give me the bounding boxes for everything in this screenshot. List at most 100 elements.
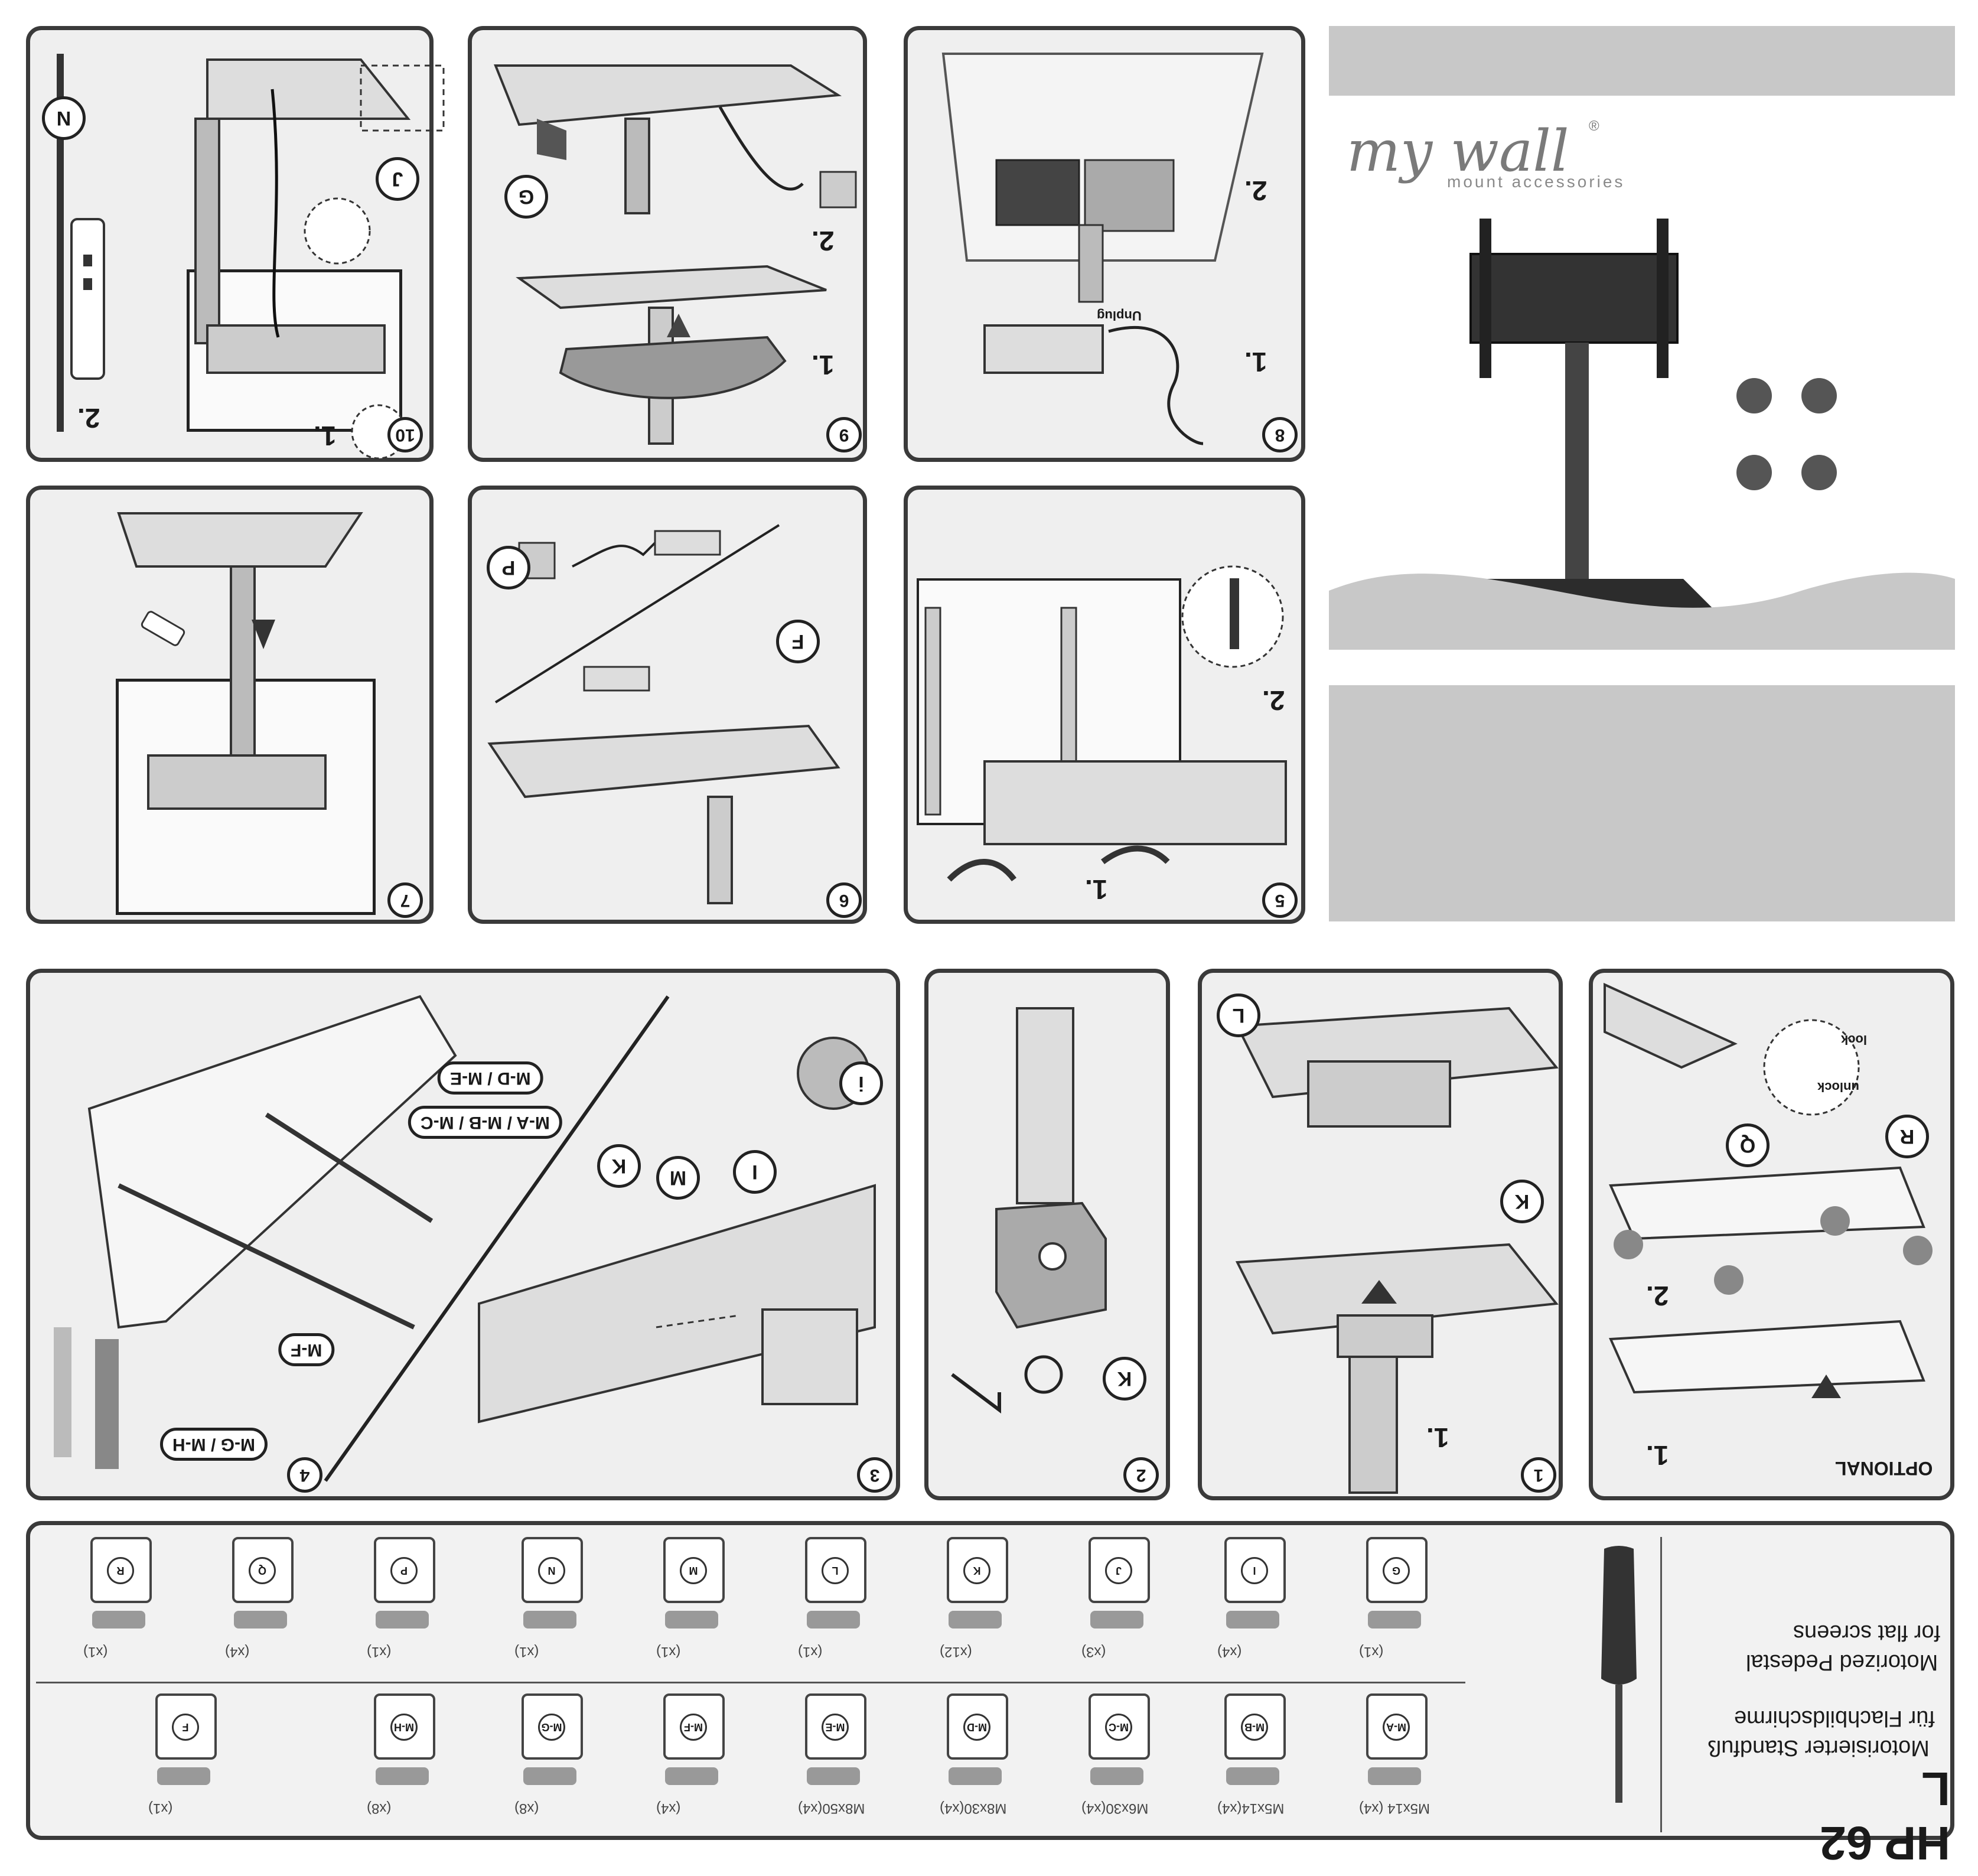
part-cell-i: I(x4) <box>1188 1537 1318 1673</box>
step-number-3: 3 <box>857 1457 892 1493</box>
part-quantity: (x1) <box>656 1644 681 1660</box>
part-bag: M-H <box>374 1693 435 1760</box>
part-quantity: (x12) <box>940 1644 972 1660</box>
callout-k: K <box>1500 1180 1544 1223</box>
part-letter: Q <box>249 1557 276 1584</box>
part-cell-j: J (x3) <box>1052 1537 1182 1673</box>
callout-f: F <box>776 620 820 663</box>
part-quantity: (x1) <box>367 1644 392 1660</box>
part-letter: G <box>1383 1557 1410 1584</box>
part-letter: F <box>172 1714 199 1741</box>
part-illustration <box>234 1611 287 1629</box>
step-number: 9 <box>826 417 862 452</box>
logo-registered: ® <box>1589 118 1599 134</box>
step-number: 10 <box>387 417 423 452</box>
substep-1: 1. <box>1426 1422 1449 1453</box>
part-letter: M-F <box>680 1714 707 1741</box>
step-number: 8 <box>1262 417 1298 452</box>
pedestal-drawing <box>57 54 445 460</box>
substep-1: 1. <box>1244 347 1267 377</box>
part-illustration <box>523 1767 576 1785</box>
unlock-label: unlock <box>1817 1080 1859 1095</box>
part-quantity: (x3) <box>1081 1644 1106 1660</box>
substep-1: 1. <box>314 421 337 451</box>
power-supply-drawing <box>941 53 1264 445</box>
part-quantity: (x1) <box>514 1644 539 1660</box>
substep-2: 2. <box>1262 685 1285 716</box>
title-en-1: Motorized Pedestal <box>1746 1650 1938 1675</box>
part-cell-g: G(x1) <box>1329 1537 1459 1673</box>
part-illustration <box>1368 1767 1421 1785</box>
part-cell-m-g: M-G (x8) <box>485 1693 615 1829</box>
callout-g: G <box>504 175 548 219</box>
title-en-2: for flat screens <box>1793 1620 1941 1645</box>
part-quantity: (x4) <box>1217 1644 1242 1660</box>
header-band <box>1329 26 1955 96</box>
substep-2: 2. <box>1244 175 1267 206</box>
part-cell-q: Q (x4) <box>195 1537 325 1673</box>
part-quantity: (x8) <box>514 1800 539 1816</box>
callout-k: K <box>1103 1357 1146 1401</box>
tag-ma-mb-mc: M-A / M-B / M-C <box>408 1106 562 1139</box>
part-bag: Q <box>232 1537 294 1603</box>
part-illustration <box>523 1611 576 1629</box>
logo-text: my wall <box>1347 118 1569 184</box>
part-bag: L <box>805 1537 866 1603</box>
part-quantity: (x1) <box>798 1644 823 1660</box>
callout-info: i <box>839 1061 883 1105</box>
callout-i: I <box>733 1150 777 1194</box>
part-quantity: (x1) <box>83 1644 108 1660</box>
product-model: HP 62 L <box>1820 1763 1950 1870</box>
part-cell-k: K(x12) <box>910 1537 1040 1673</box>
part-illustration <box>157 1767 210 1785</box>
part-letter: M-A <box>1383 1714 1410 1741</box>
part-bag: P <box>374 1537 435 1603</box>
part-quantity: (x4) <box>225 1644 250 1660</box>
part-letter: M-B <box>1241 1714 1268 1741</box>
product-photo <box>1329 219 1955 650</box>
step-number: 1 <box>1521 1457 1556 1493</box>
part-bag: M-B <box>1224 1693 1286 1760</box>
step-10-panel: 10 N J 1. 2. <box>26 26 445 462</box>
parts-divider <box>1660 1537 1662 1832</box>
callout-q: Q <box>1726 1123 1770 1167</box>
part-cell-p: P (x1) <box>337 1537 467 1673</box>
part-letter: M-C <box>1105 1714 1132 1741</box>
part-letter: M-G <box>538 1714 565 1741</box>
callout-l: L <box>1217 994 1260 1037</box>
step-number-4: 4 <box>287 1457 322 1493</box>
part-cell-m: M(x1) <box>627 1537 757 1673</box>
callout-m: M <box>656 1156 700 1200</box>
callout-j: J <box>376 157 419 201</box>
substep-2: 2. <box>77 403 100 434</box>
part-quantity: (x8) <box>367 1800 392 1816</box>
part-illustration <box>665 1611 718 1629</box>
part-cell-r: R(x1) <box>54 1537 184 1673</box>
part-quantity: M5x14(x4) <box>1217 1800 1285 1816</box>
part-quantity: M6x30(x4) <box>1081 1800 1149 1816</box>
step-number: 5 <box>1262 882 1298 918</box>
step-8-panel: Unplug 8 2. 1. <box>904 26 1305 462</box>
part-bag: M-A <box>1366 1693 1428 1760</box>
part-cell-m-b: M-B M5x14(x4) <box>1188 1693 1318 1829</box>
part-letter: M-E <box>822 1714 849 1741</box>
part-letter: J <box>1105 1557 1132 1584</box>
part-cell-n: N(x1) <box>485 1537 615 1673</box>
part-illustration <box>1090 1767 1143 1785</box>
callout-n: N <box>42 96 86 140</box>
tv-bracket-assembly-drawing <box>54 995 876 1482</box>
part-illustration <box>807 1611 860 1629</box>
optional-label: OPTIONAL <box>1835 1458 1933 1479</box>
logo-tagline: mount accessories <box>1447 172 1625 191</box>
part-illustration <box>949 1611 1002 1629</box>
part-illustration <box>807 1767 860 1785</box>
callout-r: R <box>1885 1115 1929 1158</box>
parts-divider <box>36 1682 1465 1683</box>
power-connection-drawing <box>487 524 840 904</box>
part-cell-m-c: M-C M6x30(x4) <box>1052 1693 1182 1829</box>
tag-mg-mh: M-G / M-H <box>160 1428 268 1461</box>
part-bag: J <box>1089 1537 1150 1603</box>
part-cell-f: F(x1) <box>119 1693 249 1829</box>
step-number: 6 <box>826 882 862 918</box>
part-bag: M-E <box>805 1693 866 1760</box>
